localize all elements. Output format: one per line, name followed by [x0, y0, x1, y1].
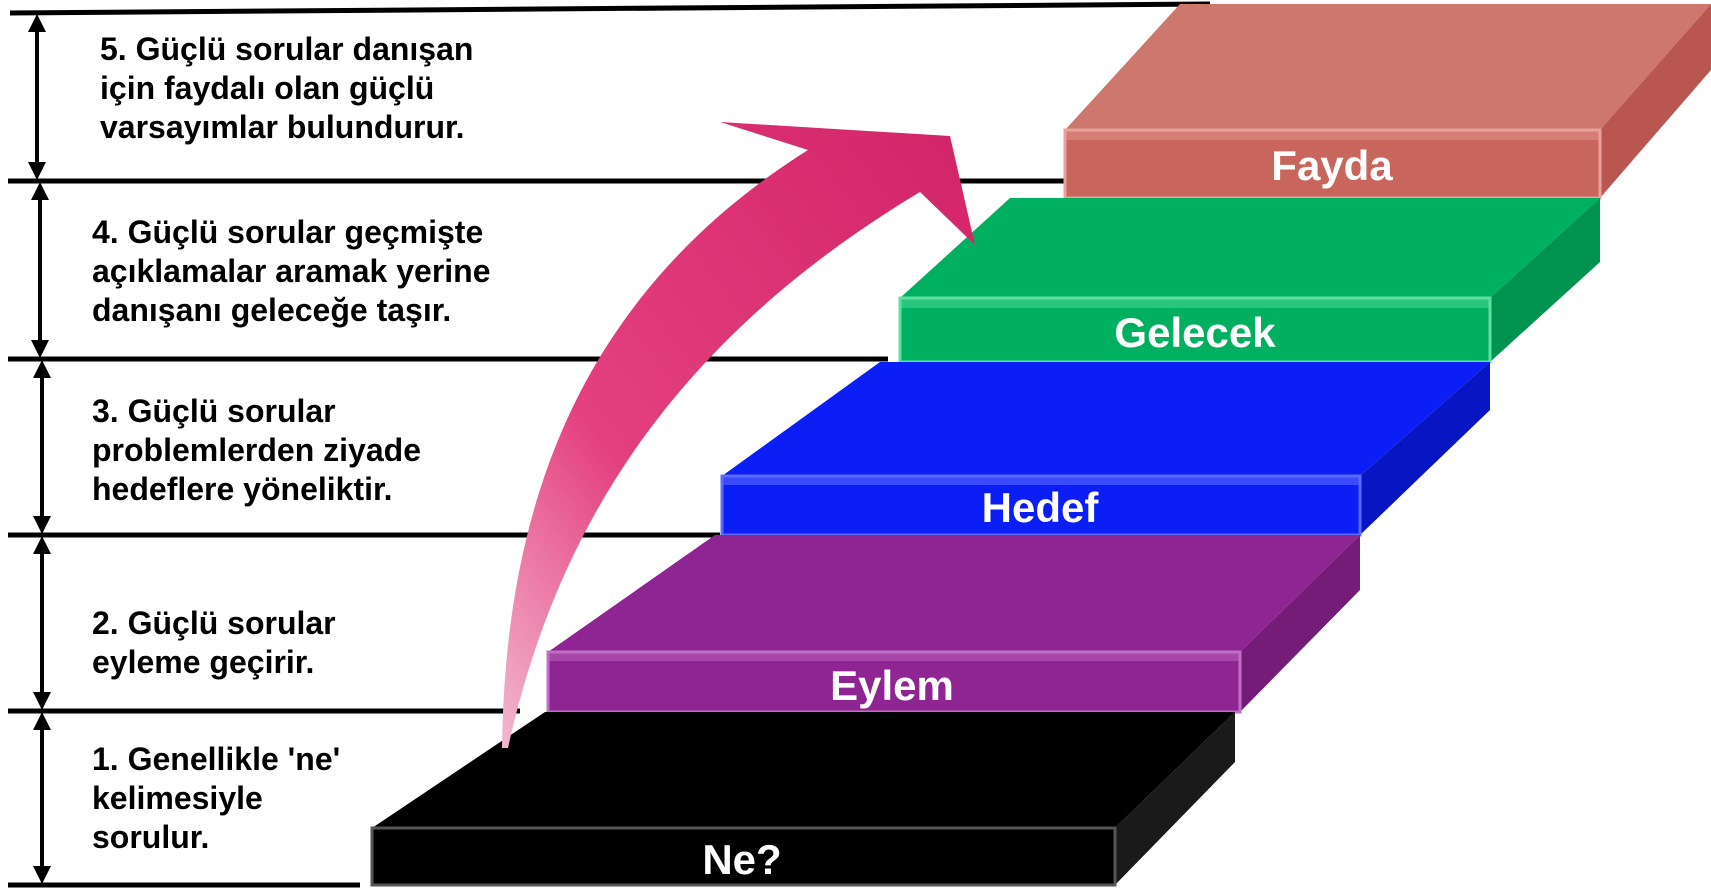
statement-1: 1. Genellikle 'ne' kelimesiyle sorulur.: [92, 741, 349, 855]
step-label-fayda: Fayda: [1271, 142, 1393, 189]
double-arrow-icon: [28, 14, 46, 180]
statement-4-line-1: 4. Güçlü sorular geçmişte: [92, 214, 483, 250]
step-label-ne: Ne?: [702, 836, 781, 883]
statement-4: 4. Güçlü sorular geçmişte açıklamalar ar…: [92, 214, 499, 328]
step-ne-front: [372, 828, 1115, 885]
statement-4-line-2: açıklamalar aramak yerine: [92, 253, 491, 289]
progress-arrow-body: [502, 122, 975, 748]
statement-3: 3. Güçlü sorular problemlerden ziyade he…: [92, 393, 430, 507]
statement-texts: 5. Güçlü sorular danışan için faydalı ol…: [92, 31, 499, 855]
step-eylem-front: [548, 652, 1240, 712]
separator-line-top: [9, 1, 1211, 16]
step-ne-side: [1115, 712, 1235, 885]
vertical-arrows: [28, 14, 51, 884]
double-arrow-icon: [33, 712, 51, 884]
step-fayda-top: [1065, 4, 1711, 130]
step-eylem: Eylem: [546, 535, 1360, 714]
step-hedef-front: [722, 476, 1360, 535]
statement-5-line-2: için faydalı olan güçlü: [100, 70, 434, 106]
statement-1-line-3: sorulur.: [92, 819, 209, 855]
step-fayda: Fayda: [1063, 4, 1711, 200]
step-ne: Ne?: [370, 712, 1235, 887]
double-arrow-icon: [33, 360, 51, 534]
step-hedef: Hedef: [720, 362, 1490, 537]
progress-arrow-icon: [502, 122, 975, 748]
statement-2-line-1: 2. Güçlü sorular: [92, 605, 336, 641]
step-hedef-side: [1360, 362, 1490, 535]
steps: Fayda Gelecek Hedef Eylem: [370, 4, 1711, 887]
statement-3-line-2: problemlerden ziyade: [92, 432, 421, 468]
step-fayda-front: [1065, 130, 1600, 198]
statement-3-line-3: hedeflere yöneliktir.: [92, 471, 393, 507]
statement-3-line-1: 3. Güçlü sorular: [92, 393, 336, 429]
statement-2: 2. Güçlü sorular eyleme geçirir.: [92, 605, 345, 680]
step-gelecek-front: [900, 298, 1490, 362]
separator-lines: [8, 1, 1211, 888]
step-hedef-top: [722, 362, 1490, 476]
statement-1-line-1: 1. Genellikle 'ne': [92, 741, 340, 777]
step-label-hedef: Hedef: [982, 484, 1100, 531]
step-label-gelecek: Gelecek: [1114, 309, 1276, 356]
statement-5-line-1: 5. Güçlü sorular danışan: [100, 31, 473, 67]
step-fayda-side: [1600, 4, 1711, 198]
step-label-eylem: Eylem: [830, 662, 954, 709]
double-arrow-icon: [31, 182, 49, 358]
step-fayda-top-shade: [1065, 4, 1711, 130]
step-eylem-top: [548, 535, 1360, 652]
statement-2-line-2: eyleme geçirir.: [92, 644, 314, 680]
statement-4-line-3: danışanı geleceğe taşır.: [92, 292, 451, 328]
step-gelecek-side: [1490, 198, 1600, 362]
step-eylem-side: [1240, 535, 1360, 712]
step-gelecek: Gelecek: [898, 198, 1600, 364]
step-ne-top: [372, 712, 1235, 828]
statement-1-line-2: kelimesiyle: [92, 780, 263, 816]
statement-5: 5. Güçlü sorular danışan için faydalı ol…: [100, 31, 482, 145]
statement-5-line-3: varsayımlar bulundurur.: [100, 109, 465, 145]
step-gelecek-top: [900, 198, 1600, 298]
double-arrow-icon: [33, 536, 51, 710]
